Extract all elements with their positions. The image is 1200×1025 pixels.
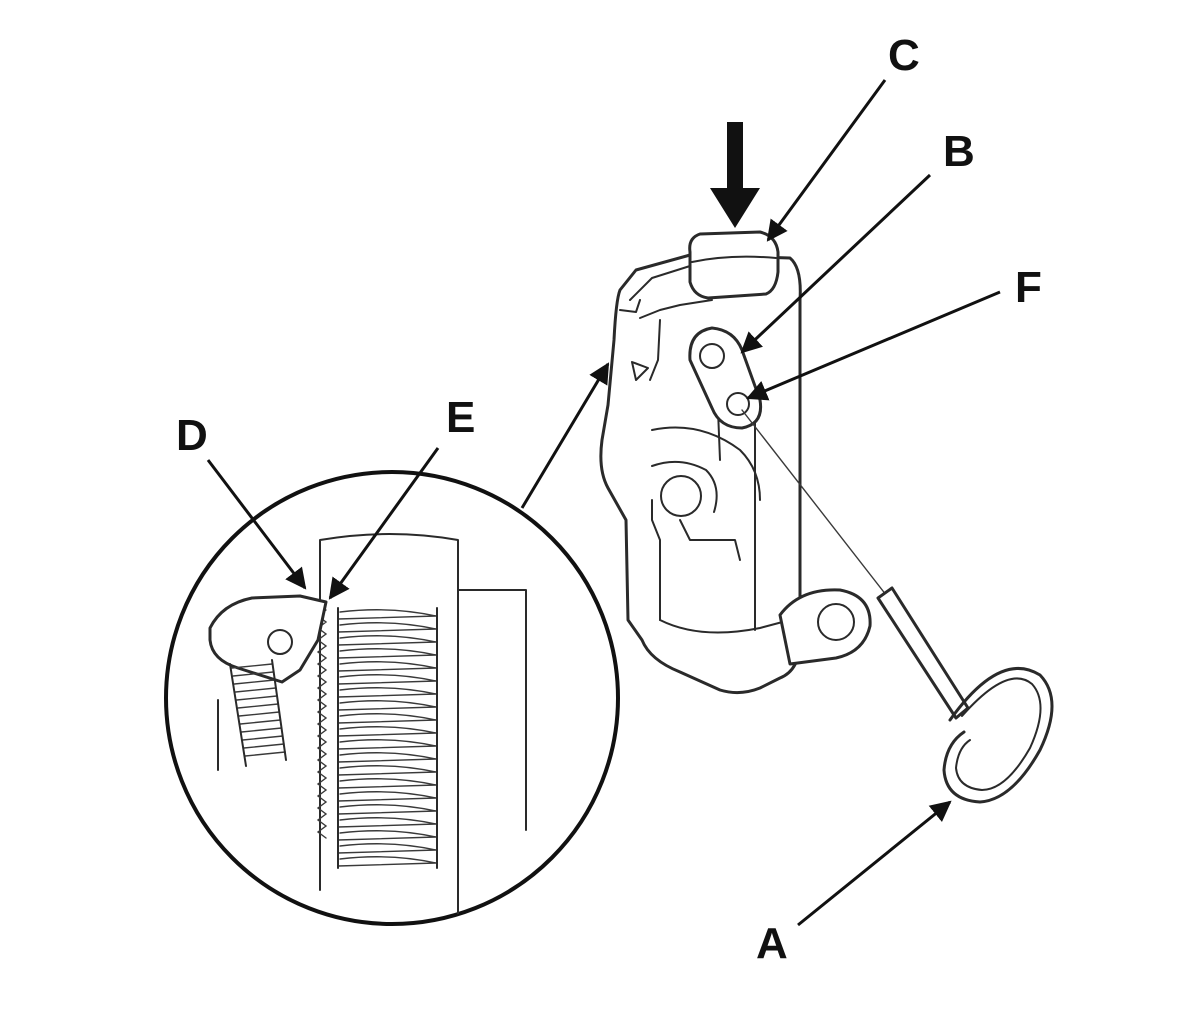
leader-c xyxy=(766,79,887,242)
leader-e xyxy=(328,447,440,600)
detail-pointer-arrow xyxy=(520,362,610,509)
label-f: F xyxy=(1015,263,1042,312)
leader-d xyxy=(206,459,307,590)
leader-b xyxy=(740,173,932,354)
label-c: C xyxy=(888,31,920,80)
push-down-arrow xyxy=(710,122,760,228)
label-e: E xyxy=(446,393,475,442)
stopper-pin xyxy=(741,409,1054,804)
leader-a xyxy=(797,800,952,927)
leader-f xyxy=(746,290,1001,401)
label-b: B xyxy=(943,127,975,176)
tensioner-body xyxy=(599,253,872,695)
detail-magnifier xyxy=(164,470,620,926)
label-a: A xyxy=(756,919,788,968)
label-d: D xyxy=(176,411,208,460)
plunger-top xyxy=(688,230,780,300)
